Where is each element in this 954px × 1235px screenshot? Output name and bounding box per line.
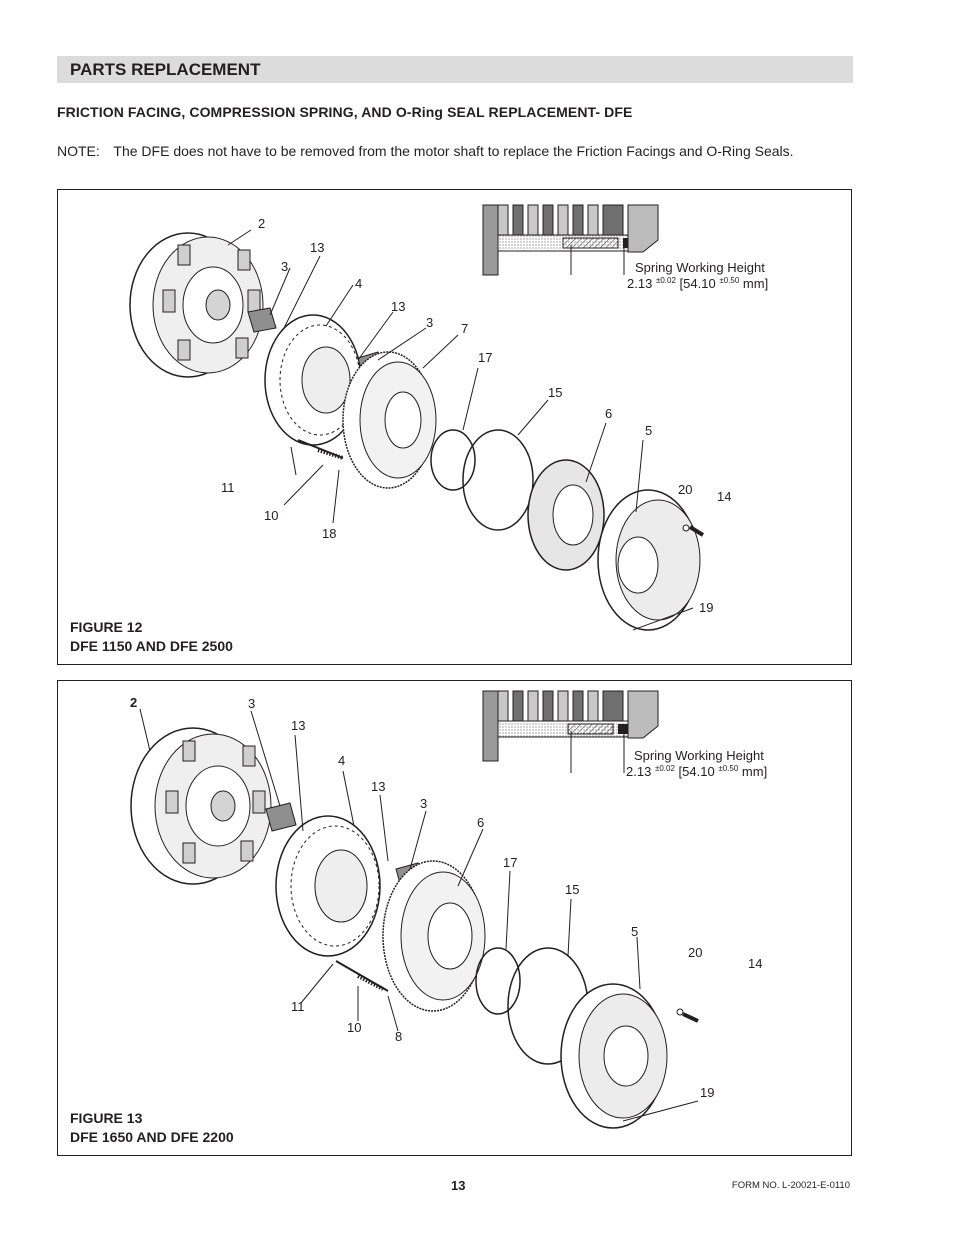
spring-section-inset xyxy=(482,204,659,276)
armature-part xyxy=(382,860,486,1012)
o-ring-large xyxy=(462,429,534,531)
callout-3: 3 xyxy=(281,259,288,274)
callout-3-b: 3 xyxy=(426,315,433,330)
callout-10: 10 xyxy=(347,1020,361,1035)
callout-3-b: 3 xyxy=(420,796,427,811)
callout-13: 13 xyxy=(310,240,324,255)
callout-14: 14 xyxy=(717,489,731,504)
o-ring-small xyxy=(475,947,521,1015)
spring-height-label: Spring Working Height xyxy=(634,748,764,763)
hub-part xyxy=(129,232,264,378)
callout-19: 19 xyxy=(699,600,713,615)
figure-13: Spring Working Height 2.13 ±0.02 [54.10 … xyxy=(57,680,852,1156)
procedure-heading: FRICTION FACING, COMPRESSION SPRING, AND… xyxy=(57,104,633,120)
figure-13-title: DFE 1650 AND DFE 2200 xyxy=(70,1129,234,1145)
callout-20: 20 xyxy=(678,482,692,497)
washer-part xyxy=(682,524,690,532)
callout-11: 11 xyxy=(291,999,305,1014)
callout-6: 6 xyxy=(477,815,484,830)
page-number: 13 xyxy=(451,1178,466,1193)
armature-part xyxy=(342,351,437,489)
callout-11: 11 xyxy=(221,480,235,495)
figure-12-title: DFE 1150 AND DFE 2500 xyxy=(70,638,233,654)
callout-15: 15 xyxy=(548,385,562,400)
o-ring-small xyxy=(430,429,476,491)
callout-20: 20 xyxy=(688,945,702,960)
bolt-part xyxy=(688,525,705,537)
spring-height-value: 2.13 ±0.02 [54.10 ±0.50 mm] xyxy=(626,759,767,779)
callout-2: 2 xyxy=(130,695,137,710)
figure-12-exploded-diagram: Spring Working Height 2.13 ±0.02 [54.10 … xyxy=(129,204,768,631)
figure-12: Spring Working Height 2.13 ±0.02 [54.10 … xyxy=(57,189,852,665)
friction-facing-part xyxy=(247,307,277,333)
callout-5: 5 xyxy=(645,423,652,438)
callout-8: 8 xyxy=(395,1029,402,1044)
hub-part xyxy=(130,727,272,885)
section-title: PARTS REPLACEMENT xyxy=(70,60,261,79)
callout-4: 4 xyxy=(338,753,345,768)
callout-15: 15 xyxy=(565,882,579,897)
callout-5: 5 xyxy=(631,924,638,939)
piston-part xyxy=(527,459,605,571)
spring-height-value: 2.13 ±0.02 [54.10 ±0.50 mm] xyxy=(627,271,768,291)
form-number: FORM NO. L-20021-E-0110 xyxy=(731,1180,850,1191)
callout-18: 18 xyxy=(322,526,336,541)
note-text: The DFE does not have to be removed from… xyxy=(113,143,794,159)
section-header-bar: PARTS REPLACEMENT xyxy=(57,56,853,83)
callout-4: 4 xyxy=(355,276,362,291)
figure-13-number: FIGURE 13 xyxy=(70,1110,143,1126)
callout-14: 14 xyxy=(748,956,762,971)
figure-12-caption: FIGURE 12 DFE 1150 AND DFE 2500 xyxy=(70,618,233,656)
figure-13-caption: FIGURE 13 DFE 1650 AND DFE 2200 xyxy=(70,1109,234,1147)
callout-6: 6 xyxy=(605,406,612,421)
housing-part xyxy=(560,983,668,1129)
figure-12-number: FIGURE 12 xyxy=(70,619,143,635)
callout-13-b: 13 xyxy=(371,779,385,794)
spring-height-label: Spring Working Height xyxy=(635,260,765,275)
spring-part xyxy=(317,448,344,460)
callout-7: 7 xyxy=(461,321,468,336)
spring-section-inset xyxy=(482,690,659,773)
callout-13: 13 xyxy=(291,718,305,733)
bolt-part xyxy=(682,1012,699,1023)
callout-2: 2 xyxy=(258,216,265,231)
callout-19: 19 xyxy=(700,1085,714,1100)
washer-part xyxy=(676,1008,684,1016)
friction-disc-part xyxy=(275,815,381,957)
note-paragraph: NOTE: The DFE does not have to be remove… xyxy=(57,143,794,159)
friction-facing-part xyxy=(265,802,297,832)
callout-17: 17 xyxy=(503,855,517,870)
note-label: NOTE: xyxy=(57,143,100,159)
callout-10: 10 xyxy=(264,508,278,523)
callout-13-b: 13 xyxy=(391,299,405,314)
callout-17: 17 xyxy=(478,350,492,365)
housing-part xyxy=(597,489,701,631)
callout-3: 3 xyxy=(248,696,255,711)
figure-13-exploded-diagram: Spring Working Height 2.13 ±0.02 [54.10 … xyxy=(130,690,767,1129)
